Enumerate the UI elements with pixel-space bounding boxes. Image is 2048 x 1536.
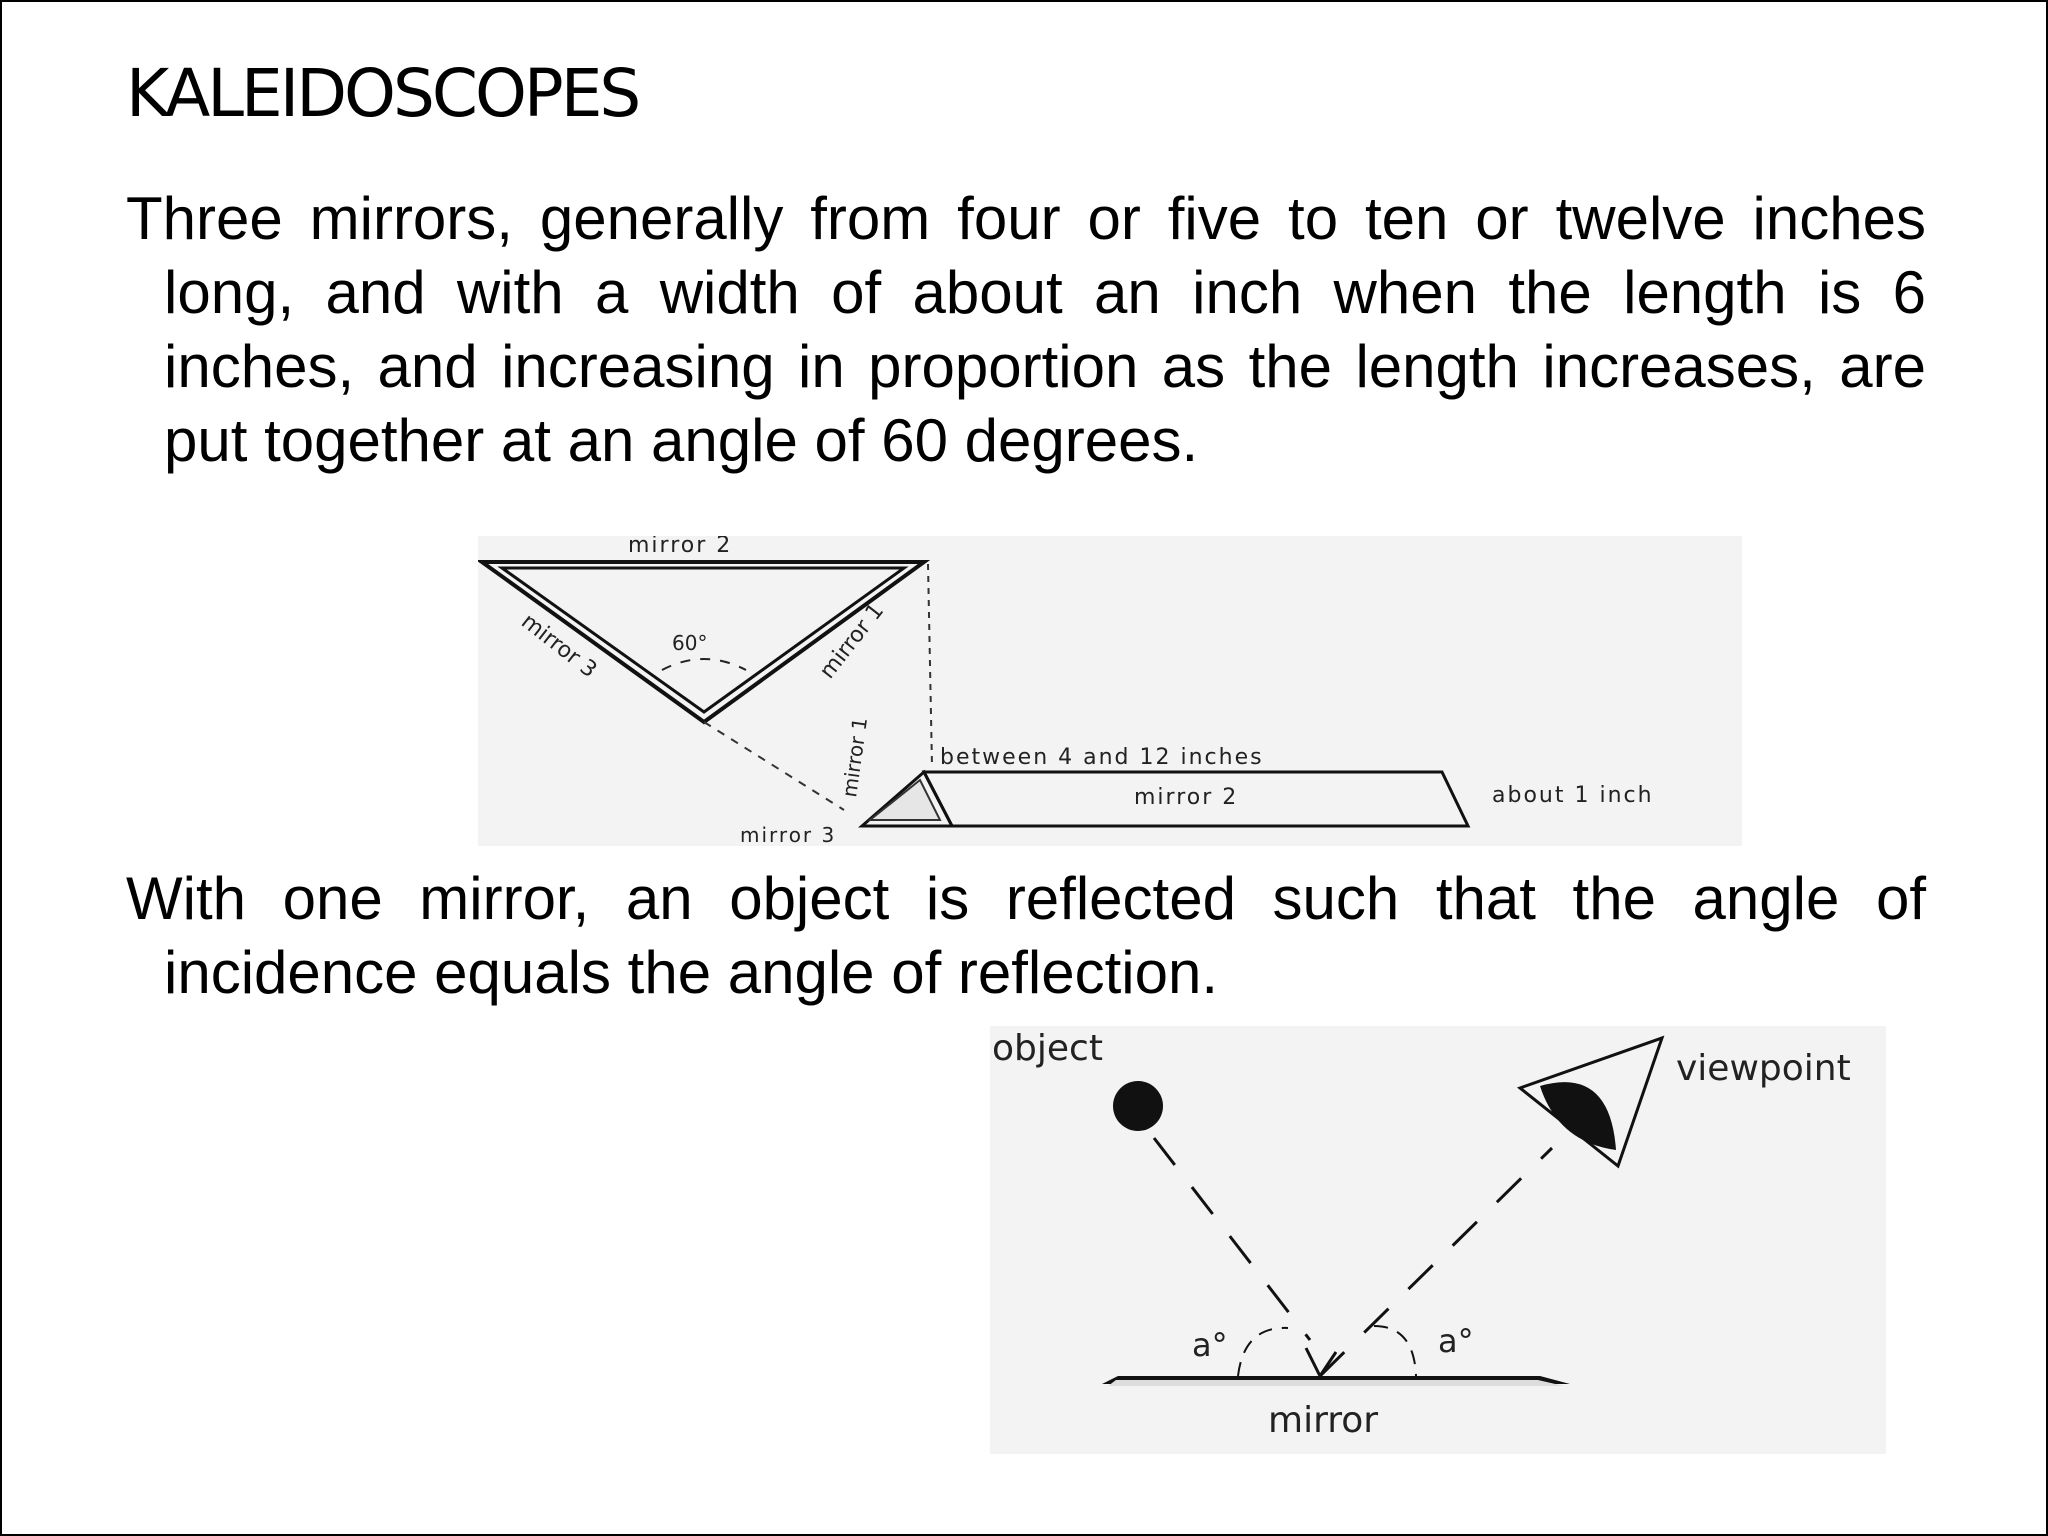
angle-left-label: a°	[1192, 1326, 1228, 1364]
width-label: about 1 inch	[1492, 783, 1654, 808]
mirror-label: mirror	[1268, 1400, 1378, 1441]
eye-icon	[1516, 1035, 1665, 1169]
mirror-surface-inner	[1108, 1380, 1564, 1386]
slide-title: KALEIDOSCOPES	[126, 55, 641, 132]
reflection-diagram-svg: object viewpoint a° a° mirror	[992, 1028, 1851, 1441]
object-label: object	[992, 1028, 1103, 1069]
length-label: between 4 and 12 inches	[940, 745, 1264, 770]
angle-label: 60°	[672, 631, 707, 655]
angle-arc-right	[1373, 1325, 1417, 1377]
diagonal-dashed-line	[703, 721, 845, 811]
reflection-diagram: object viewpoint a° a° mirror	[990, 1026, 1886, 1454]
mirror-3-label: mirror 3	[516, 609, 601, 683]
mirror-1-label: mirror 1	[815, 599, 889, 684]
mirror-2-top-label: mirror 2	[628, 536, 732, 558]
triangle-outer	[478, 560, 931, 725]
mirror-3-small-label: mirror 3	[740, 823, 836, 846]
triangle-inner	[497, 566, 909, 714]
reflection-point	[1304, 1347, 1338, 1379]
angle-arc-left	[1237, 1326, 1289, 1377]
viewpoint-label: viewpoint	[1676, 1048, 1851, 1089]
object-dot	[1113, 1081, 1163, 1131]
small-triangle-inner	[867, 778, 942, 821]
paragraph-mirrors: Three mirrors, generally from four or fi…	[126, 185, 1926, 474]
paragraph-reflection: With one mirror, an object is reflected …	[126, 865, 1926, 1006]
angle-arc	[661, 658, 747, 671]
mirror-1-small-label: mirror 1	[837, 716, 872, 799]
kaleidoscope-diagram: 60° mirror 2 mirror 3 mirror 1 mirror 1 …	[478, 536, 1742, 846]
incident-ray	[1152, 1137, 1312, 1341]
kaleidoscope-diagram-svg: 60° mirror 2 mirror 3 mirror 1 mirror 1 …	[478, 536, 1654, 846]
mirror-2-long-label: mirror 2	[1134, 785, 1238, 810]
vertical-dashed-line	[927, 563, 933, 767]
reflected-ray	[1318, 1146, 1554, 1378]
angle-right-label: a°	[1438, 1322, 1474, 1360]
mirror-2-long-shape	[921, 770, 1471, 828]
